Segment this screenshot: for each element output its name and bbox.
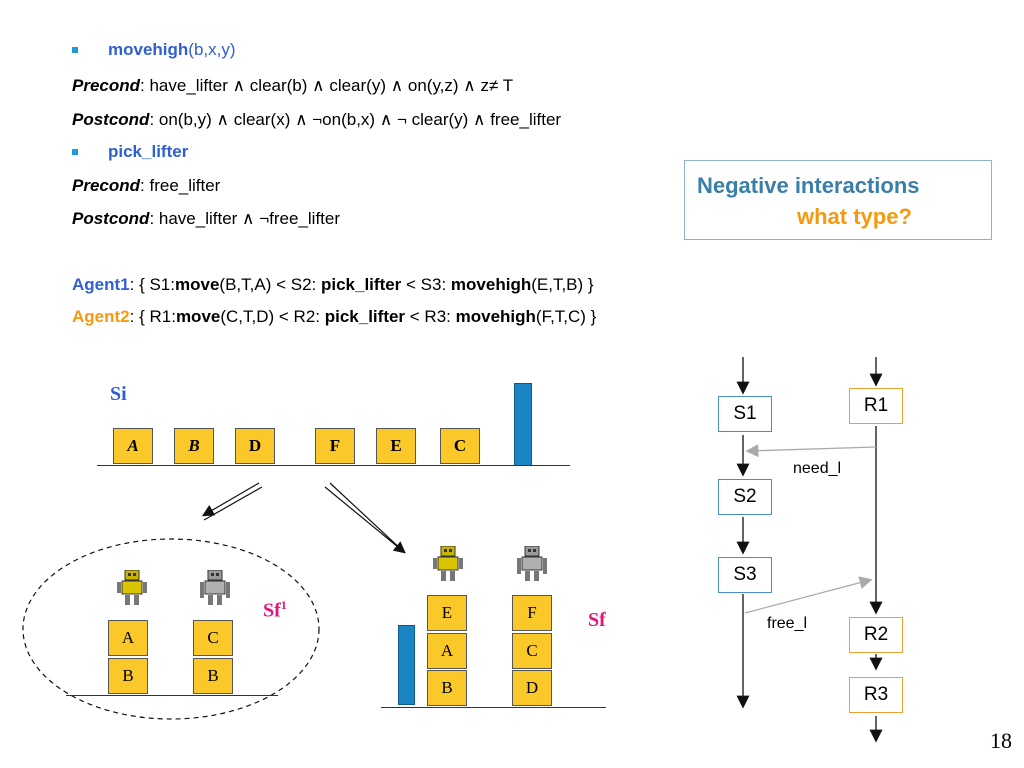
sf-block-e: E	[427, 595, 467, 631]
movehigh-heading: movehigh(b,x,y)	[108, 40, 236, 60]
postcond-movehigh: Postcond: on(b,y) ∧ clear(x) ∧ ¬on(b,x) …	[72, 110, 561, 130]
sf1-block-bottom-left: B	[108, 658, 148, 694]
lifter-pillar	[398, 625, 415, 705]
plan-node-r2: R2	[849, 617, 903, 653]
sf1-block-top-left: A	[108, 620, 148, 656]
robot-icon	[433, 546, 463, 581]
agent2-text: (F,T,C) }	[535, 307, 597, 326]
pick-lifter-name: pick_lifter	[108, 142, 189, 161]
sf1-block-top-right: C	[193, 620, 233, 656]
block-f: F	[315, 428, 355, 464]
sf1-superscript: 1	[280, 598, 287, 612]
postcond-text: : on(b,y) ∧ clear(x) ∧ ¬on(b,x) ∧ ¬ clea…	[149, 110, 562, 129]
precond-text: : free_lifter	[140, 176, 221, 195]
robot-icon	[200, 570, 230, 605]
arrow-to-sf	[324, 482, 406, 554]
plan-node-r1: R1	[849, 388, 903, 424]
robot-icon	[517, 546, 547, 581]
postcond-pick-lifter: Postcond: have_lifter ∧ ¬free_lifter	[72, 209, 340, 229]
need-lifter-link-label: need_l	[793, 460, 842, 477]
plan-node-s3: S3	[718, 557, 772, 593]
agent1-text: : { S1:	[129, 275, 175, 294]
agent1-action: pick_lifter	[320, 275, 402, 294]
precond-pick-lifter: Precond: free_lifter	[72, 176, 220, 196]
sf-block-c: C	[512, 633, 552, 669]
block-d: D	[235, 428, 275, 464]
block-a: A	[113, 428, 153, 464]
precond-movehigh: Precond: have_lifter ∧ clear(b) ∧ clear(…	[72, 76, 513, 96]
sf1-label: Sf1	[263, 598, 287, 623]
callout-title: Negative interactions	[697, 173, 920, 198]
block-b: B	[174, 428, 214, 464]
free-lifter-link-label: free_l	[767, 615, 808, 632]
page-number: 18	[990, 728, 1012, 753]
postcond-label: Postcond	[72, 110, 150, 129]
agent2-text: : { R1:	[129, 307, 176, 326]
postcond-label: Postcond	[72, 209, 150, 228]
agent1-text: < S3:	[401, 275, 451, 294]
sf-label: Sf	[588, 609, 606, 631]
plan-node-s2: S2	[718, 479, 772, 515]
movehigh-args: (b,x,y)	[188, 40, 236, 59]
pick-lifter-heading: pick_lifter	[108, 142, 188, 162]
plan-node-s1: S1	[718, 396, 772, 432]
agent2-action: move	[175, 307, 221, 326]
agent1-plan: Agent1: { S1:move(B,T,A) < S2: pick_lift…	[72, 275, 594, 295]
block-e: E	[376, 428, 416, 464]
bullet-marker	[72, 149, 78, 155]
precond-label: Precond	[72, 76, 141, 95]
precond-label: Precond	[72, 176, 141, 195]
agent2-plan: Agent2: { R1:move(C,T,D) < R2: pick_lift…	[72, 307, 596, 327]
sf1-ellipse	[22, 538, 320, 720]
sf1-label-text: Sf	[263, 599, 281, 622]
agent1-label: Agent1	[72, 275, 130, 294]
agent2-text: (C,T,D) < R2:	[220, 307, 325, 326]
precond-text: : have_lifter ∧ clear(b) ∧ clear(y) ∧ on…	[140, 76, 514, 95]
sf-block-b: B	[427, 670, 467, 706]
arrow-to-sf1	[201, 482, 263, 521]
plan-node-r3: R3	[849, 677, 903, 713]
agent1-text: (B,T,A) < S2:	[219, 275, 321, 294]
block-c: C	[440, 428, 480, 464]
callout-subtitle: what type?	[797, 204, 912, 229]
sf1-table-line	[66, 695, 278, 696]
agent2-label: Agent2	[72, 307, 130, 326]
agent2-text: < R3:	[405, 307, 456, 326]
sf-block-f: F	[512, 595, 552, 631]
postcond-text: : have_lifter ∧ ¬free_lifter	[149, 209, 341, 228]
agent1-action: move	[175, 275, 220, 294]
agent2-action: movehigh	[455, 307, 536, 326]
negative-interactions-callout: Negative interactions what type?	[684, 160, 992, 240]
agent1-text: (E,T,B) }	[531, 275, 594, 294]
table-line	[97, 465, 570, 466]
agent1-action: movehigh	[450, 275, 532, 294]
robot-icon	[117, 570, 147, 605]
sf1-block-bottom-right: B	[193, 658, 233, 694]
bullet-marker	[72, 47, 78, 53]
initial-state-label: Si	[110, 383, 127, 405]
agent2-action: pick_lifter	[324, 307, 406, 326]
sf-block-a: A	[427, 633, 467, 669]
movehigh-name: movehigh	[108, 40, 189, 59]
sf-block-d: D	[512, 670, 552, 706]
sf-table-line	[381, 707, 606, 708]
